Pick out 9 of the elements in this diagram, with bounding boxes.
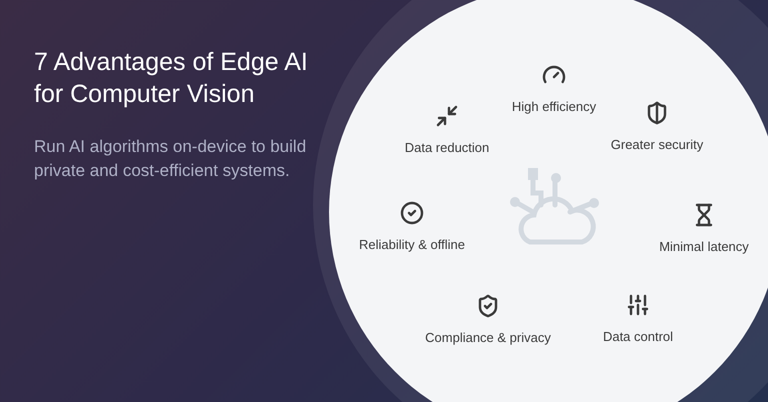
advantage-label: Minimal latency <box>659 238 749 256</box>
advantage-label: Compliance & privacy <box>425 329 551 347</box>
advantage-label: Greater security <box>610 136 704 154</box>
advantage-label: High efficiency <box>512 98 596 116</box>
advantage-label: Reliability & offline <box>359 236 465 254</box>
description: Run AI algorithms on-device to build private and cost-efficient systems. <box>34 136 308 182</box>
title: 7 Advantages of Edge AI for Computer Vision <box>34 47 309 110</box>
advantage-label: Data control <box>602 328 674 346</box>
advantage-label: Data reduction <box>404 139 490 157</box>
